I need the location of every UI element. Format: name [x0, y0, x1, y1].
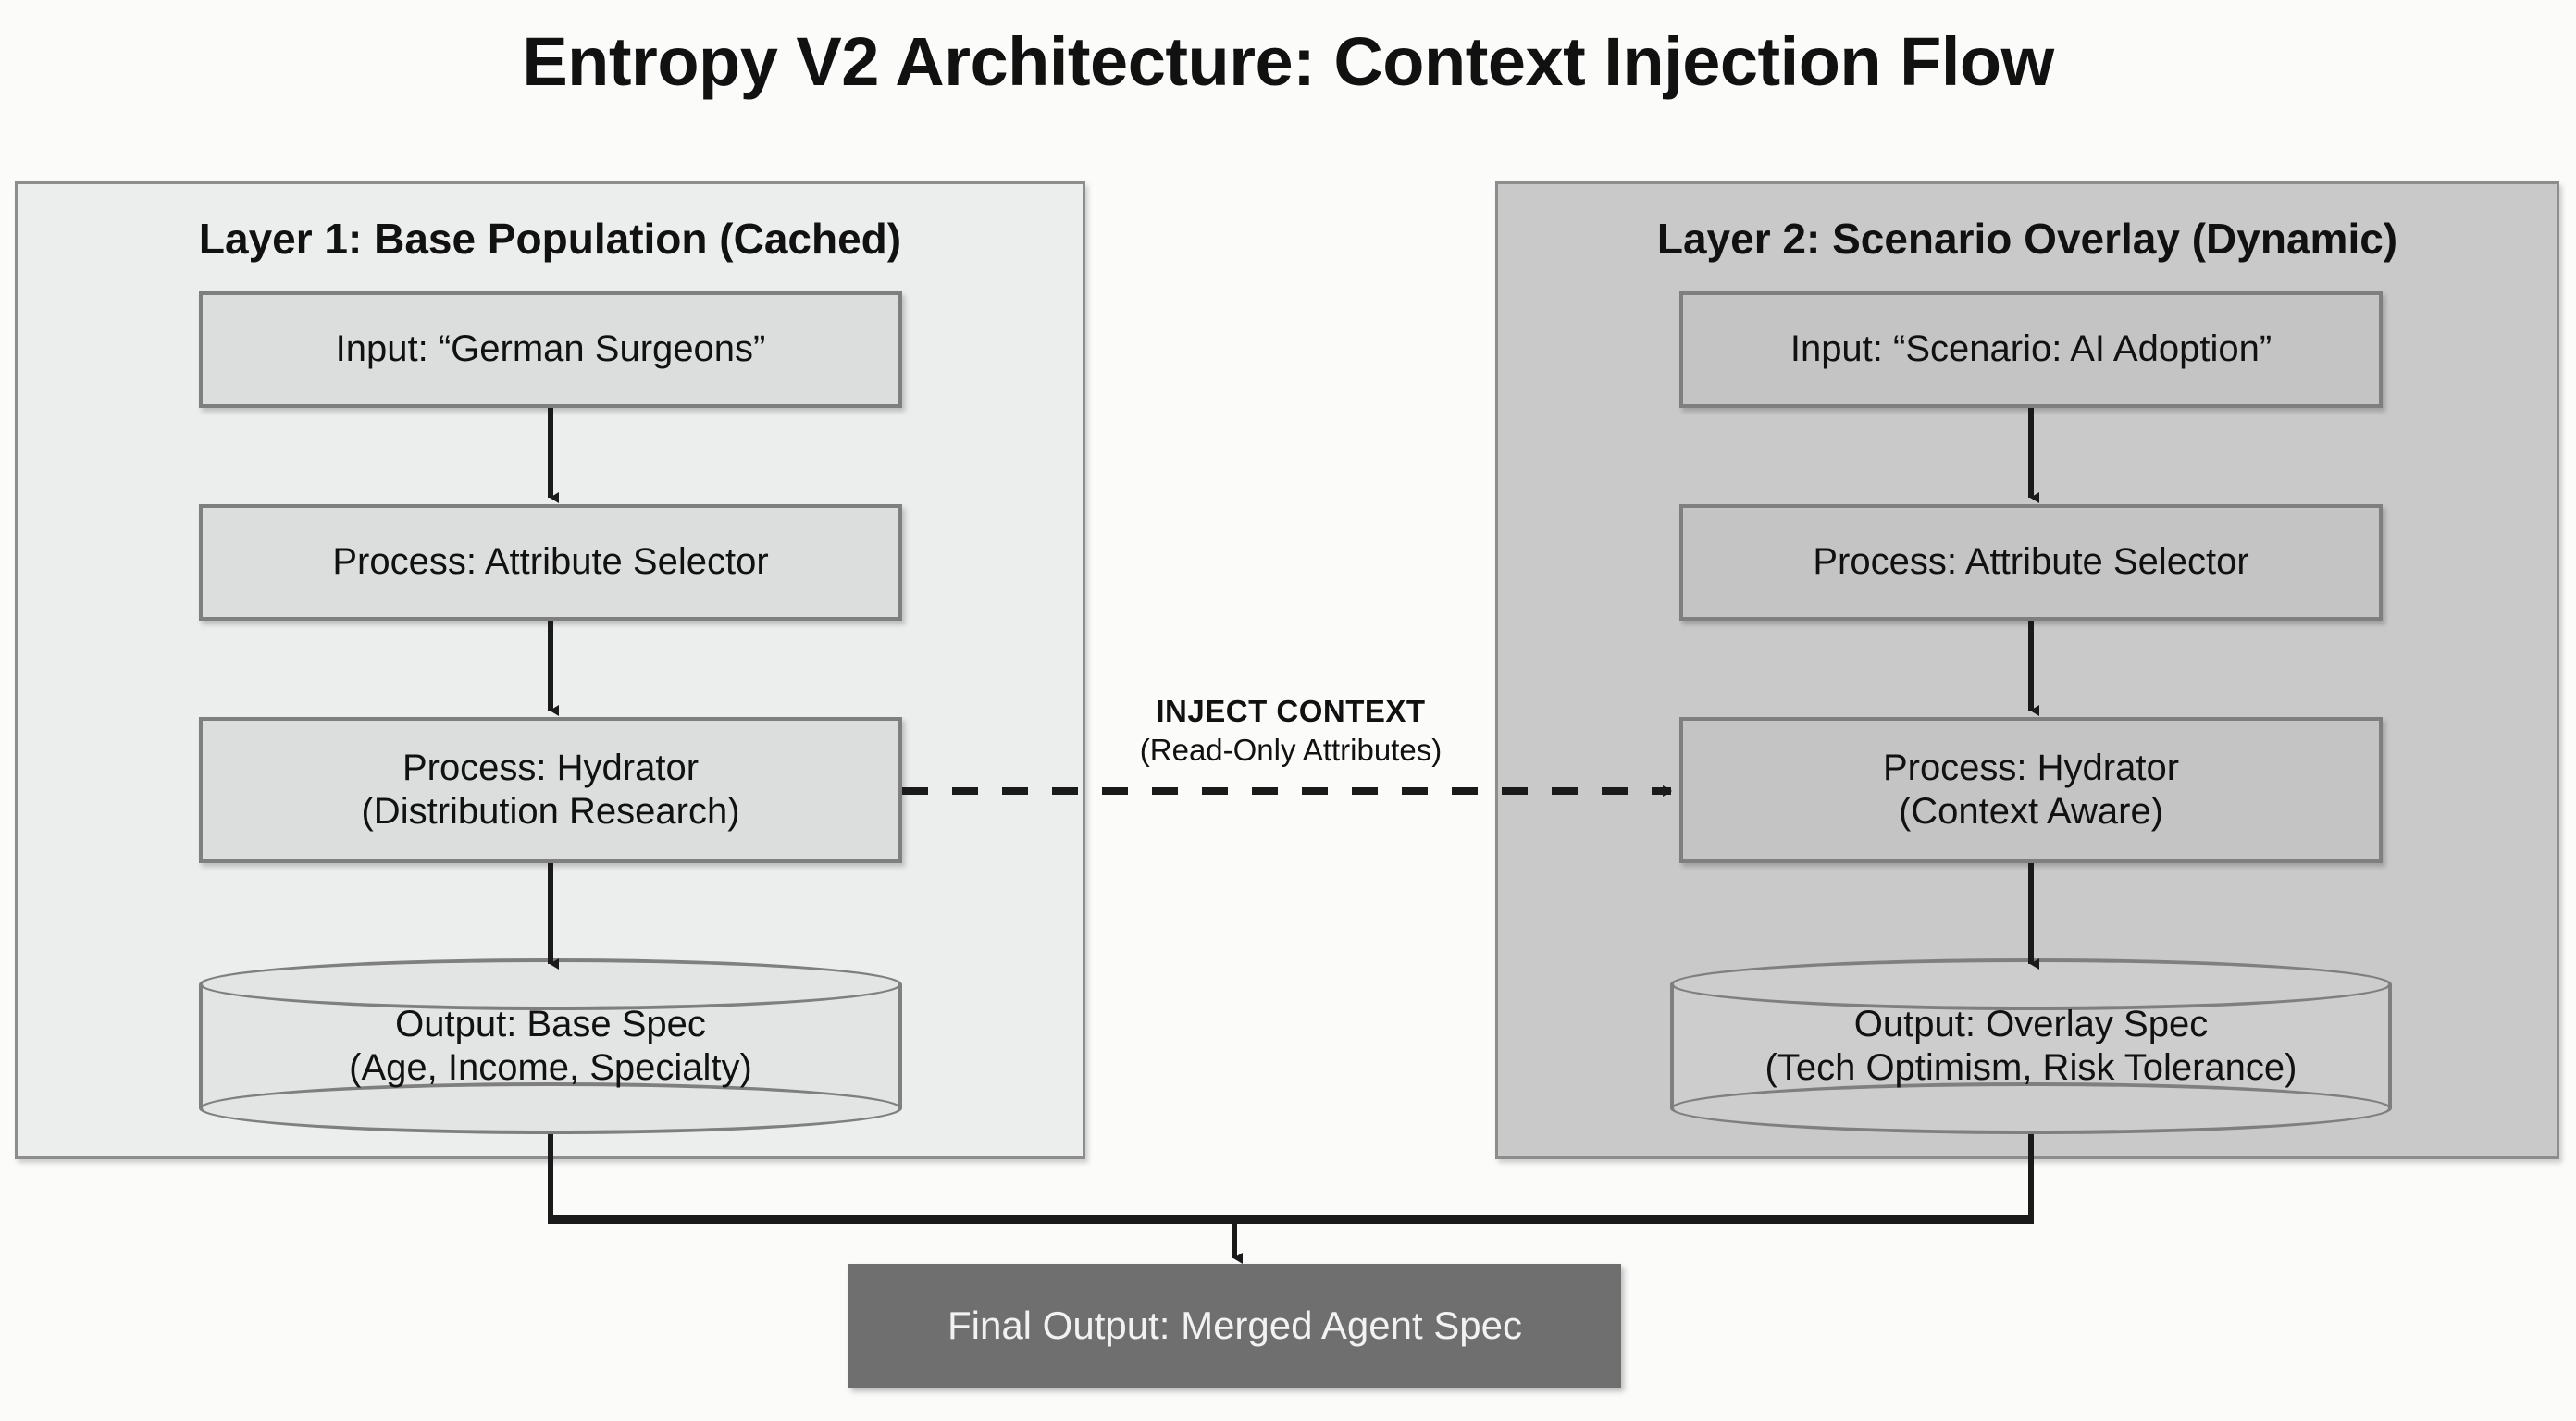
layer-2-output-datastore[interactable]: Output: Overlay Spec (Tech Optimism, Ris… [1670, 958, 2392, 1134]
layer-1-title: Layer 1: Base Population (Cached) [198, 215, 902, 263]
layer-2-output-line-2: (Tech Optimism, Risk Tolerance) [1765, 1047, 2297, 1088]
inject-context-subtitle: (Read-Only Attributes) [1139, 733, 1443, 767]
layer-1-input-node[interactable]: Input: “German Surgeons” [199, 291, 902, 408]
layer-2-hydrator-line-2: (Context Aware) [1898, 791, 2164, 832]
layer-2-hydrator-line-1: Process: Hydrator [1882, 747, 2180, 788]
layer-1-hydrator-label: Process: Hydrator (Distribution Research… [361, 747, 739, 834]
layer-2-input-node[interactable]: Input: “Scenario: AI Adoption” [1679, 291, 2383, 408]
layer-1-hydrator-node[interactable]: Process: Hydrator (Distribution Research… [199, 717, 902, 863]
cylinder-bottom-ellipse [199, 1082, 902, 1134]
layer-2-attribute-selector-node[interactable]: Process: Attribute Selector [1679, 504, 2383, 621]
layer-2-title: Layer 2: Scenario Overlay (Dynamic) [1656, 215, 2398, 263]
layer-1-output-datastore[interactable]: Output: Base Spec (Age, Income, Specialt… [199, 958, 902, 1134]
layer-2-hydrator-node[interactable]: Process: Hydrator (Context Aware) [1679, 717, 2383, 863]
inject-context-title: INJECT CONTEXT [1156, 694, 1426, 728]
final-output-node[interactable]: Final Output: Merged Agent Spec [848, 1264, 1621, 1388]
page-title: Entropy V2 Architecture: Context Injecti… [522, 23, 2054, 100]
layer-1-hydrator-line-2: (Distribution Research) [361, 791, 740, 832]
layer-1-attribute-selector-node[interactable]: Process: Attribute Selector [199, 504, 902, 621]
layer-2-output-line-1: Output: Overlay Spec [1853, 1003, 2209, 1044]
layer-1-output-line-2: (Age, Income, Specialty) [349, 1047, 752, 1088]
layer-1-hydrator-line-1: Process: Hydrator [402, 747, 700, 788]
layer-1-output-line-1: Output: Base Spec [395, 1003, 706, 1044]
layer-1-output-label: Output: Base Spec (Age, Income, Specialt… [199, 984, 902, 1108]
layer-2-hydrator-label: Process: Hydrator (Context Aware) [1883, 747, 2179, 834]
cylinder-bottom-ellipse [1670, 1082, 2392, 1134]
layer-2-output-label: Output: Overlay Spec (Tech Optimism, Ris… [1670, 984, 2392, 1108]
inject-context-label: INJECT CONTEXT (Read-Only Attributes) [1085, 694, 1496, 768]
